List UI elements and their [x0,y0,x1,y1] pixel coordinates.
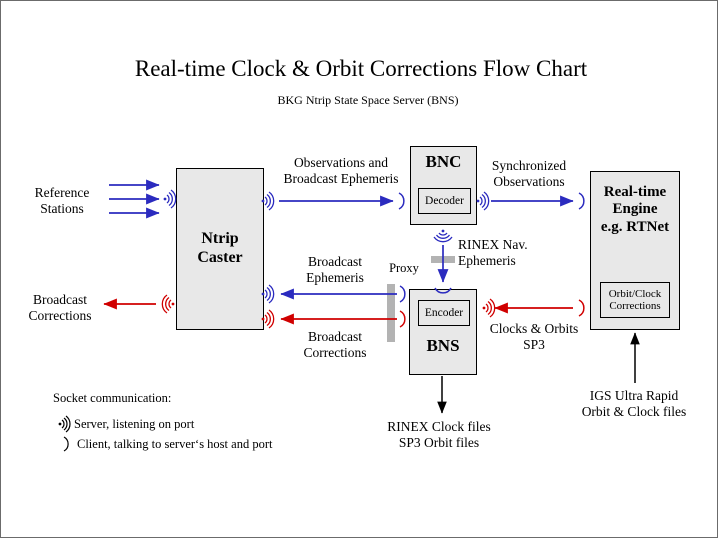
proxy-vertical-bar [387,284,395,342]
legend-server-text: Server, listening on port [74,416,195,431]
client-socket-icon-bnc-in [398,192,405,210]
server-socket-icon-caster-in [163,189,177,209]
server-socket-icon-caster-corr [261,309,275,329]
server-socket-icon-bnc-out [476,191,490,211]
label-broadcast-ephemeris: Broadcast Ephemeris [306,254,364,285]
legend-client-text: Client, talking to server‘s host and por… [77,436,273,451]
client-socket-icon-bns-eph [399,285,406,303]
engine-label-line3: e.g. RTNet [600,218,670,235]
ntrip-caster-label-line1: Ntrip [201,230,239,248]
label-broadcast-corrections-left: Broadcast Corrections [28,292,92,323]
client-socket-icon-bns-corr [399,310,406,328]
engine-label-line2: Engine [612,201,658,218]
server-socket-icon-caster-out [161,294,175,314]
engine-label-line1: Real-time [603,184,667,200]
label-proxy: Proxy [389,261,419,275]
bns-label: BNS [426,336,460,355]
label-observations-broadcast-ephemeris: Observations and Broadcast Ephemeris [283,155,399,186]
box-bns[interactable]: Encoder BNS [409,289,477,375]
orbit-clock-line2: Corrections [609,300,661,312]
engine-orbit-clock-corrections-module[interactable]: Orbit/Clock Corrections [600,282,670,318]
box-ntrip-caster[interactable]: Ntrip Caster [176,168,264,330]
label-rinex-clock-files: RINEX Clock files SP3 Orbit files [387,419,491,450]
server-socket-icon-caster-eph [261,284,275,304]
legend-heading: Socket communication: [53,391,172,405]
orbit-clock-line1: Orbit/Clock [608,287,662,300]
box-bnc[interactable]: BNC Decoder [410,146,477,225]
legend-client-row: Client, talking to server‘s host and por… [59,435,272,453]
box-realtime-engine[interactable]: Real-time Engine e.g. RTNet Orbit/Clock … [590,171,680,330]
label-broadcast-corrections-mid: Broadcast Corrections [303,329,367,360]
server-socket-icon-caster-obs [261,191,275,211]
client-socket-icon-engine-obs [578,192,585,210]
client-socket-icon-legend [63,436,69,452]
legend-server-row: Server, listening on port [51,415,194,433]
server-socket-icon-bns-in [482,298,496,318]
label-rinex-nav-ephemeris: RINEX Nav. Ephemeris [458,237,528,268]
server-socket-icon-bnc-nav [433,229,453,243]
label-igs-ultra-rapid: IGS Ultra Rapid Orbit & Clock files [581,388,687,419]
client-socket-icon-engine-out [578,299,585,317]
page-title: Real-time Clock & Orbit Corrections Flow… [134,56,588,81]
server-socket-icon-legend [58,415,71,433]
bnc-decoder-module[interactable]: Decoder [418,188,471,214]
client-socket-icon-bns-nav [434,287,452,294]
ntrip-caster-label-line2: Caster [197,249,243,266]
page-subtitle: BKG Ntrip State Space Server (BNS) [277,93,459,107]
label-reference-stations: Reference Stations [34,185,90,216]
label-clocks-orbits: Clocks & Orbits SP3 [489,321,579,352]
bnc-label: BNC [425,152,462,171]
label-synchronized-observations: Synchronized Observations [491,158,567,189]
reference-station-arrows [109,179,160,219]
bns-encoder-module[interactable]: Encoder [418,300,470,326]
